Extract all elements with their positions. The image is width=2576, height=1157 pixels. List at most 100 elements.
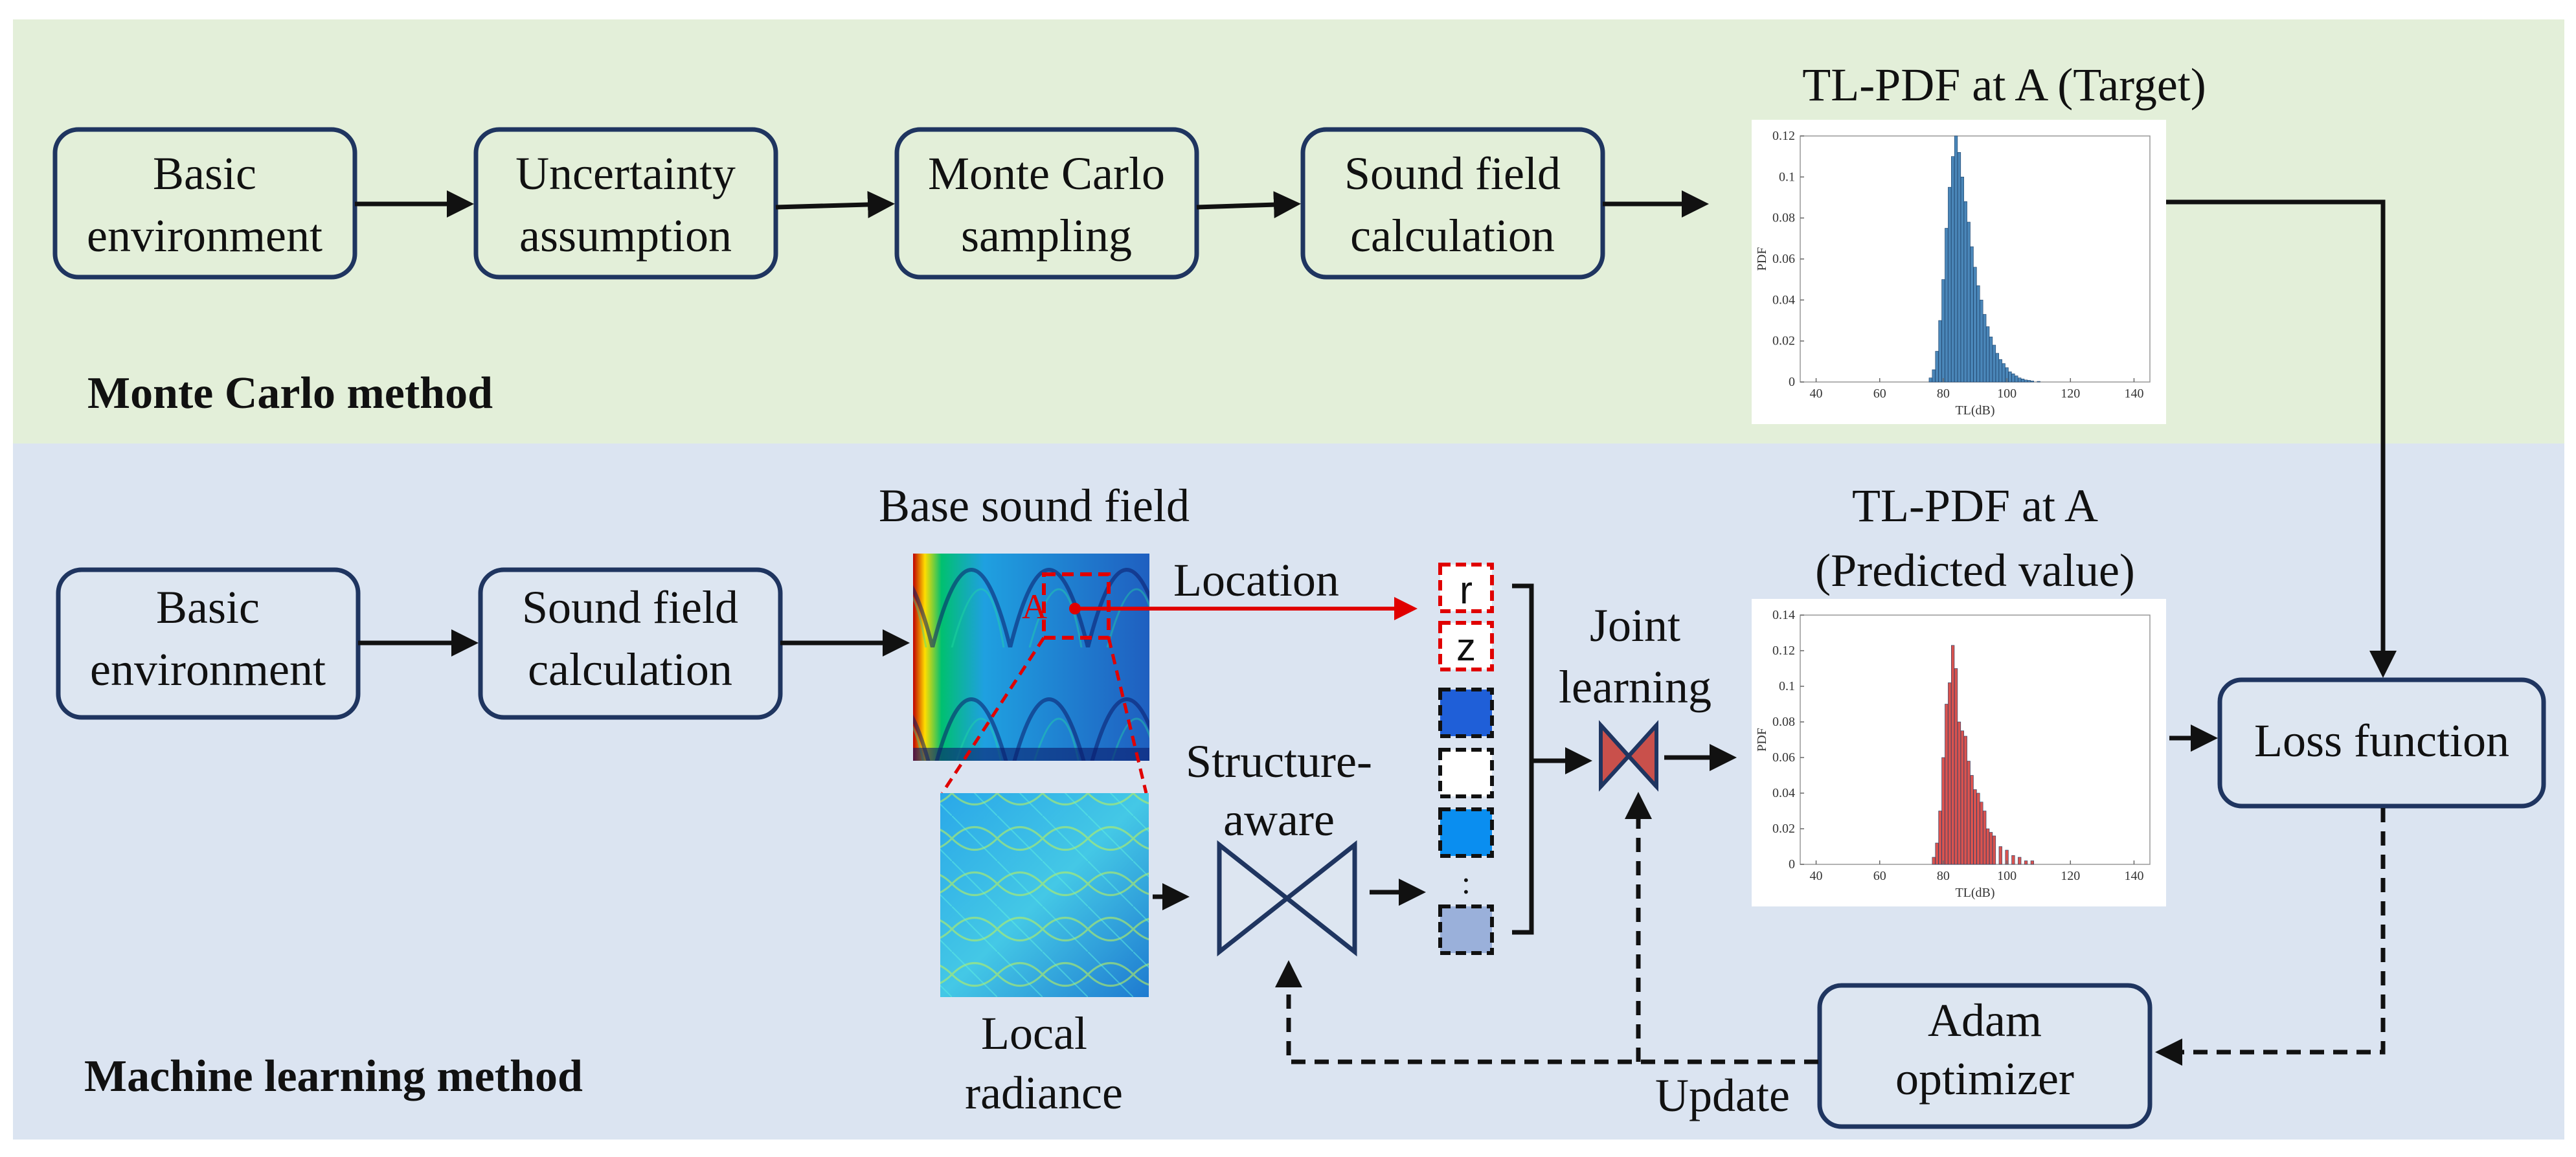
adam-line1: Adam	[1928, 994, 2042, 1046]
predicted-bar	[1992, 835, 1996, 865]
token-z-label: z	[1456, 625, 1476, 669]
adam-update-dashed-line	[1275, 960, 1818, 1064]
monte-carlo-section-label: Monte Carlo method	[87, 368, 493, 418]
predicted-bar	[1970, 775, 1974, 865]
mc-box-3-line2: sampling	[961, 210, 1132, 262]
base-sound-field-title: Base sound field	[879, 480, 1190, 532]
target-ytick-label: 0.04	[1772, 293, 1795, 307]
ml-box-2-line1: Sound field	[522, 581, 738, 633]
target-xtick-label: 60	[1873, 387, 1886, 401]
target-xtick-label: 140	[2124, 387, 2143, 401]
token-feature-3	[1438, 807, 1494, 858]
ml-basic-environment-box: Basic environment	[56, 567, 361, 720]
ml-box-2-line2: calculation	[528, 644, 732, 695]
sample-region-box	[1042, 572, 1111, 640]
mc-box-4-line2: calculation	[1350, 210, 1555, 262]
predicted-bar	[1967, 761, 1971, 865]
zoom-line-left	[940, 636, 1046, 794]
mc-box-1-line1: Basic	[153, 148, 256, 199]
loss-to-adam-dashed-arrow	[2155, 808, 2386, 1066]
target-bar	[1954, 135, 1958, 383]
ml-box-1-line1: Basic	[156, 581, 260, 633]
token-z: z	[1438, 621, 1494, 671]
target-bar	[1945, 228, 1949, 383]
target-bar	[1960, 177, 1964, 383]
target-bar	[1951, 156, 1955, 383]
mc-monte-carlo-sampling-box: Monte Carlo sampling	[894, 127, 1199, 280]
predicted-xtick-label: 100	[1997, 869, 2017, 883]
predicted-bar	[1951, 645, 1955, 865]
predicted-bar	[1935, 842, 1939, 865]
target-bar	[2037, 381, 2040, 383]
target-bar	[1992, 344, 1996, 383]
predicted-ytick-label: 0.12	[1772, 644, 1795, 658]
target-ytick-label: 0.02	[1772, 334, 1795, 348]
predicted-bar	[1976, 792, 1980, 865]
predicted-xtick-label: 120	[2061, 869, 2080, 883]
predicted-ytick-label: 0.08	[1772, 715, 1795, 729]
target-xtick-label: 120	[2061, 387, 2080, 401]
ml-box-1-line2: environment	[90, 644, 326, 695]
target-bar	[1938, 320, 1942, 383]
predicted-ytick-label: 0	[1789, 857, 1795, 871]
location-label: Location	[1173, 554, 1339, 606]
predicted-xtick-label: 80	[1937, 869, 1950, 883]
target-bar	[2027, 380, 2031, 383]
target-bar	[1980, 300, 1983, 383]
predicted-xtick-label: 40	[1810, 869, 1823, 883]
predicted-bar	[1948, 682, 1952, 865]
token-feature-1	[1438, 688, 1494, 738]
mc-basic-environment-box: Basic environment	[52, 127, 357, 280]
mc-sound-field-calculation-box: Sound field calculation	[1300, 127, 1605, 280]
predicted-bar	[1963, 736, 1967, 865]
mc-box-1-line2: environment	[87, 210, 322, 262]
target-bar	[1973, 267, 1977, 383]
predicted-bar	[1945, 704, 1949, 865]
token-r: r	[1438, 563, 1494, 613]
target-ytick-label: 0	[1789, 375, 1795, 389]
target-bar	[1967, 221, 1971, 383]
target-bar	[1941, 279, 1945, 383]
predicted-xlabel: TL(dB)	[1955, 886, 1994, 900]
target-xtick-label: 100	[1997, 387, 2017, 401]
target-bar	[2008, 371, 2012, 383]
joint-learning-line2: learning	[1559, 661, 1712, 713]
ml-section	[13, 444, 2564, 1140]
local-radiance-image	[940, 793, 1149, 997]
predicted-bar	[1960, 730, 1964, 865]
target-bar	[2018, 377, 2022, 383]
target-bar	[2024, 379, 2028, 383]
mc-box-3-line1: Monte Carlo	[928, 148, 1165, 199]
target-bar	[1963, 201, 1967, 383]
target-bar	[1948, 186, 1952, 383]
target-bar	[1989, 337, 1993, 383]
target-bar	[2002, 363, 2005, 383]
target-bar	[1998, 359, 2002, 383]
token-feature-2	[1438, 748, 1494, 798]
predicted-ytick-label: 0.1	[1779, 679, 1795, 693]
ml-section-label: Machine learning method	[84, 1051, 583, 1101]
target-bar	[1983, 314, 1987, 383]
target-bar	[2021, 378, 2025, 383]
adam-optimizer-box: Adam optimizer	[1817, 983, 2152, 1129]
target-ytick-label: 0.12	[1772, 129, 1795, 143]
target-ytick-label: 0.08	[1772, 211, 1795, 225]
target-xtick-label: 80	[1937, 387, 1950, 401]
target-bar	[1986, 326, 1990, 383]
predicted-bar	[2024, 860, 2028, 865]
predicted-bar	[1957, 721, 1961, 865]
predicted-xtick-label: 140	[2124, 869, 2143, 883]
target-bar	[1970, 246, 1974, 383]
predicted-ytick-label: 0.14	[1772, 608, 1795, 622]
predicted-bar	[1938, 811, 1942, 865]
predicted-bar	[2011, 855, 2015, 865]
predicted-bar	[2018, 857, 2022, 865]
local-radiance-line2: radiance	[965, 1067, 1123, 1119]
mc-box-4-line1: Sound field	[1344, 148, 1561, 199]
structure-aware-line1: Structure-	[1186, 736, 1372, 787]
target-bar	[1928, 377, 1932, 383]
